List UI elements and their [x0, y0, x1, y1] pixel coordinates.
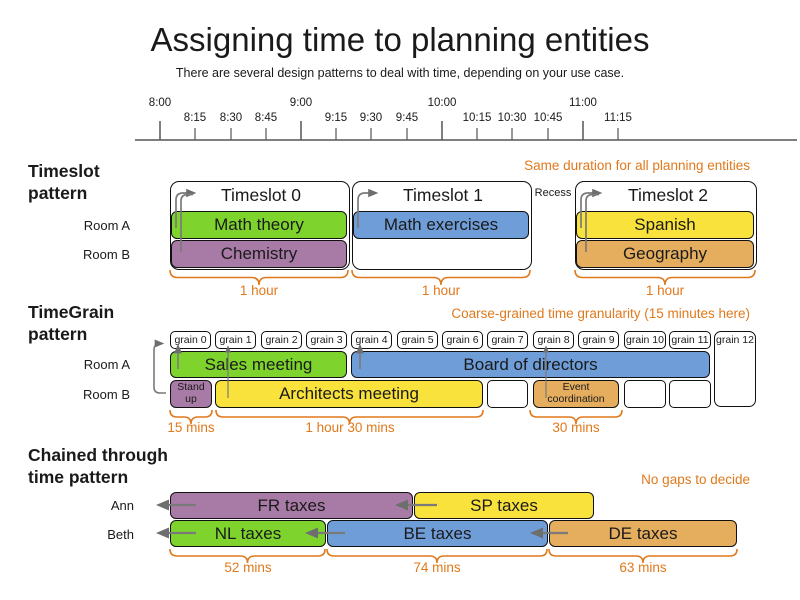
lesson-math-theory: Math theory — [171, 211, 347, 239]
section-heading-timeslot: Timeslot pattern — [28, 161, 100, 203]
grain-box: grain 0 — [170, 331, 211, 349]
tick-label: 8:30 — [219, 112, 243, 124]
meeting-sales: Sales meeting — [170, 351, 347, 378]
grain-box-tall: grain 12 — [714, 331, 756, 407]
task-nl-taxes: NL taxes — [170, 520, 326, 547]
section-heading-chained: Chained through time pattern — [28, 445, 168, 487]
meeting-architects: Architects meeting — [215, 380, 483, 408]
row-label-ann: Ann — [110, 498, 134, 513]
duration-label: 30 mins — [552, 420, 600, 435]
timegrain-note: Coarse-grained time granularity (15 minu… — [451, 306, 750, 321]
tick-label: 8:15 — [183, 112, 207, 124]
tick-label: 10:15 — [462, 112, 492, 124]
duration-label: 63 mins — [619, 560, 667, 575]
timeslot-2-title: Timeslot 2 — [627, 185, 709, 205]
empty-grain-slot — [669, 380, 711, 408]
tick-label: 10:30 — [497, 112, 527, 124]
lesson-chemistry: Chemistry — [171, 240, 347, 268]
lesson-geography: Geography — [576, 240, 754, 268]
empty-grain-slot — [624, 380, 666, 408]
task-sp-taxes: SP taxes — [414, 492, 594, 519]
lesson-math-exercises: Math exercises — [353, 211, 529, 239]
duration-label: 1 hour — [645, 283, 685, 298]
task-de-taxes: DE taxes — [549, 520, 737, 547]
tick-label: 11:15 — [604, 112, 632, 124]
grain-box: grain 11 — [669, 331, 711, 349]
meeting-event: Event coordination — [533, 380, 619, 408]
duration-label: 1 hour — [421, 283, 461, 298]
tick-label: 11:00 — [569, 97, 597, 109]
grain-box: grain 2 — [261, 331, 302, 349]
tick-label: 9:00 — [289, 97, 313, 109]
duration-label: 52 mins — [224, 560, 272, 575]
grain-box: grain 6 — [442, 331, 483, 349]
meeting-standup: Stand up — [170, 380, 212, 408]
tick-label: 9:15 — [324, 112, 348, 124]
grain-box: grain 7 — [487, 331, 528, 349]
chained-note: No gaps to decide — [641, 472, 750, 487]
timeslot-0-title: Timeslot 0 — [220, 185, 302, 205]
duration-label: 15 mins — [167, 420, 215, 435]
tick-label: 8:45 — [254, 112, 278, 124]
row-label-room-b: Room B — [83, 247, 130, 262]
grain-box: grain 4 — [351, 331, 392, 349]
row-label-room-a: Room A — [83, 357, 130, 372]
duration-label: 1 hour — [239, 283, 279, 298]
timeslot-1-title: Timeslot 1 — [402, 185, 484, 205]
meeting-board: Board of directors — [351, 351, 710, 378]
page-subtitle: There are several design patterns to dea… — [175, 66, 625, 80]
tick-label: 9:45 — [395, 112, 419, 124]
section-heading-timegrain: TimeGrain pattern — [28, 302, 115, 344]
duration-label: 1 hour 30 mins — [305, 420, 395, 435]
tick-label: 10:45 — [533, 112, 563, 124]
task-fr-taxes: FR taxes — [170, 492, 413, 519]
empty-grain-slot — [487, 380, 528, 408]
tick-label: 8:00 — [148, 97, 172, 109]
page-title: Assigning time to planning entities — [150, 21, 650, 58]
grain-box: grain 8 — [533, 331, 574, 349]
grain-box: grain 5 — [397, 331, 438, 349]
grain-box: grain 9 — [578, 331, 619, 349]
grain-box: grain 10 — [624, 331, 666, 349]
row-label-beth: Beth — [107, 527, 134, 542]
tick-label: 10:00 — [427, 97, 457, 109]
row-label-room-b: Room B — [83, 387, 130, 402]
grain-box: grain 3 — [306, 331, 347, 349]
task-be-taxes: BE taxes — [327, 520, 548, 547]
row-label-room-a: Room A — [83, 218, 130, 233]
tick-label: 9:30 — [359, 112, 383, 124]
grain-box: grain 1 — [215, 331, 256, 349]
lesson-spanish: Spanish — [576, 211, 754, 239]
timeslot-note: Same duration for all planning entities — [524, 158, 750, 173]
duration-label: 74 mins — [413, 560, 461, 575]
recess-label: Recess — [534, 187, 572, 199]
